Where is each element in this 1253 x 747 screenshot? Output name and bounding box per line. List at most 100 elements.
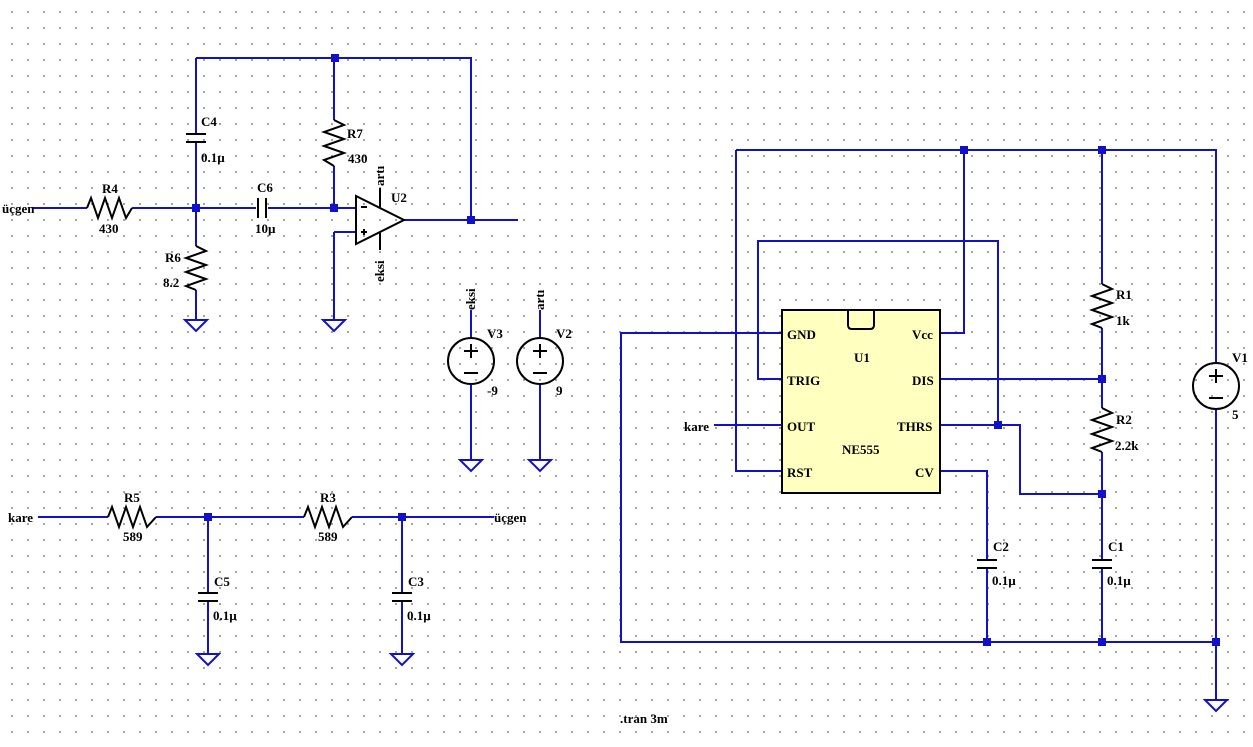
c3-value-label: 0.1µ — [407, 608, 431, 623]
c2-name-label: C2 — [993, 539, 1009, 554]
resistor-r1[interactable] — [1088, 283, 1116, 329]
ne555-chip-u1[interactable] — [781, 309, 941, 494]
junction-node — [994, 421, 1002, 429]
r1-value-label: 1k — [1116, 313, 1131, 328]
c1-name-label: C1 — [1108, 539, 1124, 554]
u1-part-label: NE555 — [842, 442, 880, 457]
junction-node — [330, 204, 338, 212]
voltage-source-v2[interactable] — [516, 337, 564, 385]
wire[interactable] — [940, 150, 965, 334]
net-label-kare-output: kare — [684, 419, 709, 434]
junction-node — [467, 216, 475, 224]
u2-positive-supply-label: artı — [372, 165, 387, 186]
voltage-source-v3[interactable] — [447, 337, 495, 385]
ground-symbol — [457, 459, 485, 473]
rc-integrator-section: R5 589 R3 589 C5 0.1µ C3 0.1µ kare üçgen — [8, 490, 527, 667]
u2-name-label: U2 — [391, 190, 407, 205]
r7-name-label: R7 — [347, 126, 363, 141]
ground-symbol — [194, 653, 222, 667]
resistor-r7[interactable] — [320, 119, 348, 167]
ne555-section: GND Vcc TRIG DIS OUT THRS RST CV U1 NE55… — [620, 146, 1248, 713]
opamp-filter-section: R4 430 C4 0.1µ R6 8.2 C6 10µ R7 430 — [2, 54, 518, 333]
resistor-r2[interactable] — [1088, 407, 1116, 453]
net-label-ucgen-input: üçgen — [2, 201, 35, 216]
chip-pin-dis: DIS — [912, 373, 934, 388]
wire[interactable] — [196, 57, 472, 220]
wire[interactable] — [940, 470, 988, 560]
resistor-r5[interactable] — [107, 503, 157, 531]
net-label-kare-input: kare — [8, 510, 33, 525]
c3-name-label: C3 — [408, 574, 424, 589]
v1-name-label: V1 — [1232, 350, 1248, 365]
chip-pin-cv: CV — [915, 465, 934, 480]
ground-symbol — [388, 653, 416, 667]
v2-name-label: V2 — [556, 326, 572, 341]
junction-node — [960, 146, 968, 154]
net-label-arti-source: artı — [532, 289, 547, 310]
u2-negative-supply-label: eksi — [372, 260, 387, 282]
c1-value-label: 0.1µ — [1107, 573, 1131, 588]
capacitor-c1[interactable] — [1092, 559, 1112, 569]
r6-name-label: R6 — [165, 250, 181, 265]
wire[interactable] — [736, 149, 1217, 364]
wire[interactable] — [757, 240, 999, 425]
junction-node — [1098, 375, 1106, 383]
ground-symbol — [182, 319, 210, 333]
chip-pin-gnd: GND — [787, 327, 816, 342]
capacitor-c6[interactable] — [257, 198, 267, 218]
c2-value-label: 0.1µ — [992, 573, 1016, 588]
c6-value-label: 10µ — [255, 221, 276, 236]
wire[interactable] — [735, 150, 782, 472]
ground-symbol — [320, 319, 348, 333]
v3-name-label: V3 — [487, 326, 503, 341]
c4-name-label: C4 — [201, 114, 217, 129]
r5-name-label: R5 — [124, 490, 140, 505]
voltage-source-v1[interactable] — [1192, 362, 1240, 410]
r2-name-label: R2 — [1116, 412, 1132, 427]
r4-name-label: R4 — [102, 181, 118, 196]
c4-value-label: 0.1µ — [201, 150, 225, 165]
chip-pin-trig: TRIG — [787, 373, 820, 388]
chip-pin-thrs: THRS — [897, 419, 932, 434]
resistor-r4[interactable] — [86, 194, 133, 222]
junction-node — [1212, 638, 1220, 646]
r2-value-label: 2.2k — [1115, 438, 1139, 453]
v3-value-label: -9 — [487, 383, 498, 398]
net-label-ucgen-output: üçgen — [494, 510, 527, 525]
capacitor-c2[interactable] — [977, 559, 997, 569]
u1-name-label: U1 — [854, 350, 870, 365]
chip-pin-out: OUT — [787, 419, 816, 434]
r3-name-label: R3 — [320, 490, 336, 505]
junction-node — [204, 513, 212, 521]
r3-value-label: 589 — [318, 529, 338, 544]
opamp-supply-section: V3 -9 V2 9 eksi artı — [447, 288, 572, 473]
r1-name-label: R1 — [1116, 287, 1132, 302]
ground-symbol — [1202, 699, 1230, 713]
resistor-r3[interactable] — [303, 503, 353, 531]
junction-node — [398, 513, 406, 521]
r5-value-label: 589 — [123, 529, 143, 544]
junction-node — [983, 638, 991, 646]
c5-name-label: C5 — [214, 574, 230, 589]
chip-pin-rst: RST — [787, 465, 813, 480]
spice-directive[interactable]: .tran 3m — [620, 711, 668, 726]
v1-value-label: 5 — [1232, 407, 1239, 422]
capacitor-c3[interactable] — [392, 592, 412, 602]
r4-value-label: 430 — [99, 221, 119, 236]
junction-node — [1098, 490, 1106, 498]
capacitor-c4[interactable] — [186, 133, 206, 143]
resistor-r6[interactable] — [182, 245, 210, 291]
opamp-u2[interactable] — [355, 188, 407, 250]
net-label-eksi-source: eksi — [463, 288, 478, 310]
ground-symbol — [526, 459, 554, 473]
c5-value-label: 0.1µ — [213, 608, 237, 623]
r6-value-label: 8.2 — [163, 275, 179, 290]
chip-pin-vcc: Vcc — [912, 327, 933, 342]
junction-node — [192, 204, 200, 212]
r7-value-label: 430 — [348, 151, 368, 166]
v2-value-label: 9 — [556, 383, 563, 398]
wire[interactable] — [620, 332, 1216, 643]
capacitor-c5[interactable] — [198, 592, 218, 602]
wire[interactable] — [940, 424, 1102, 495]
